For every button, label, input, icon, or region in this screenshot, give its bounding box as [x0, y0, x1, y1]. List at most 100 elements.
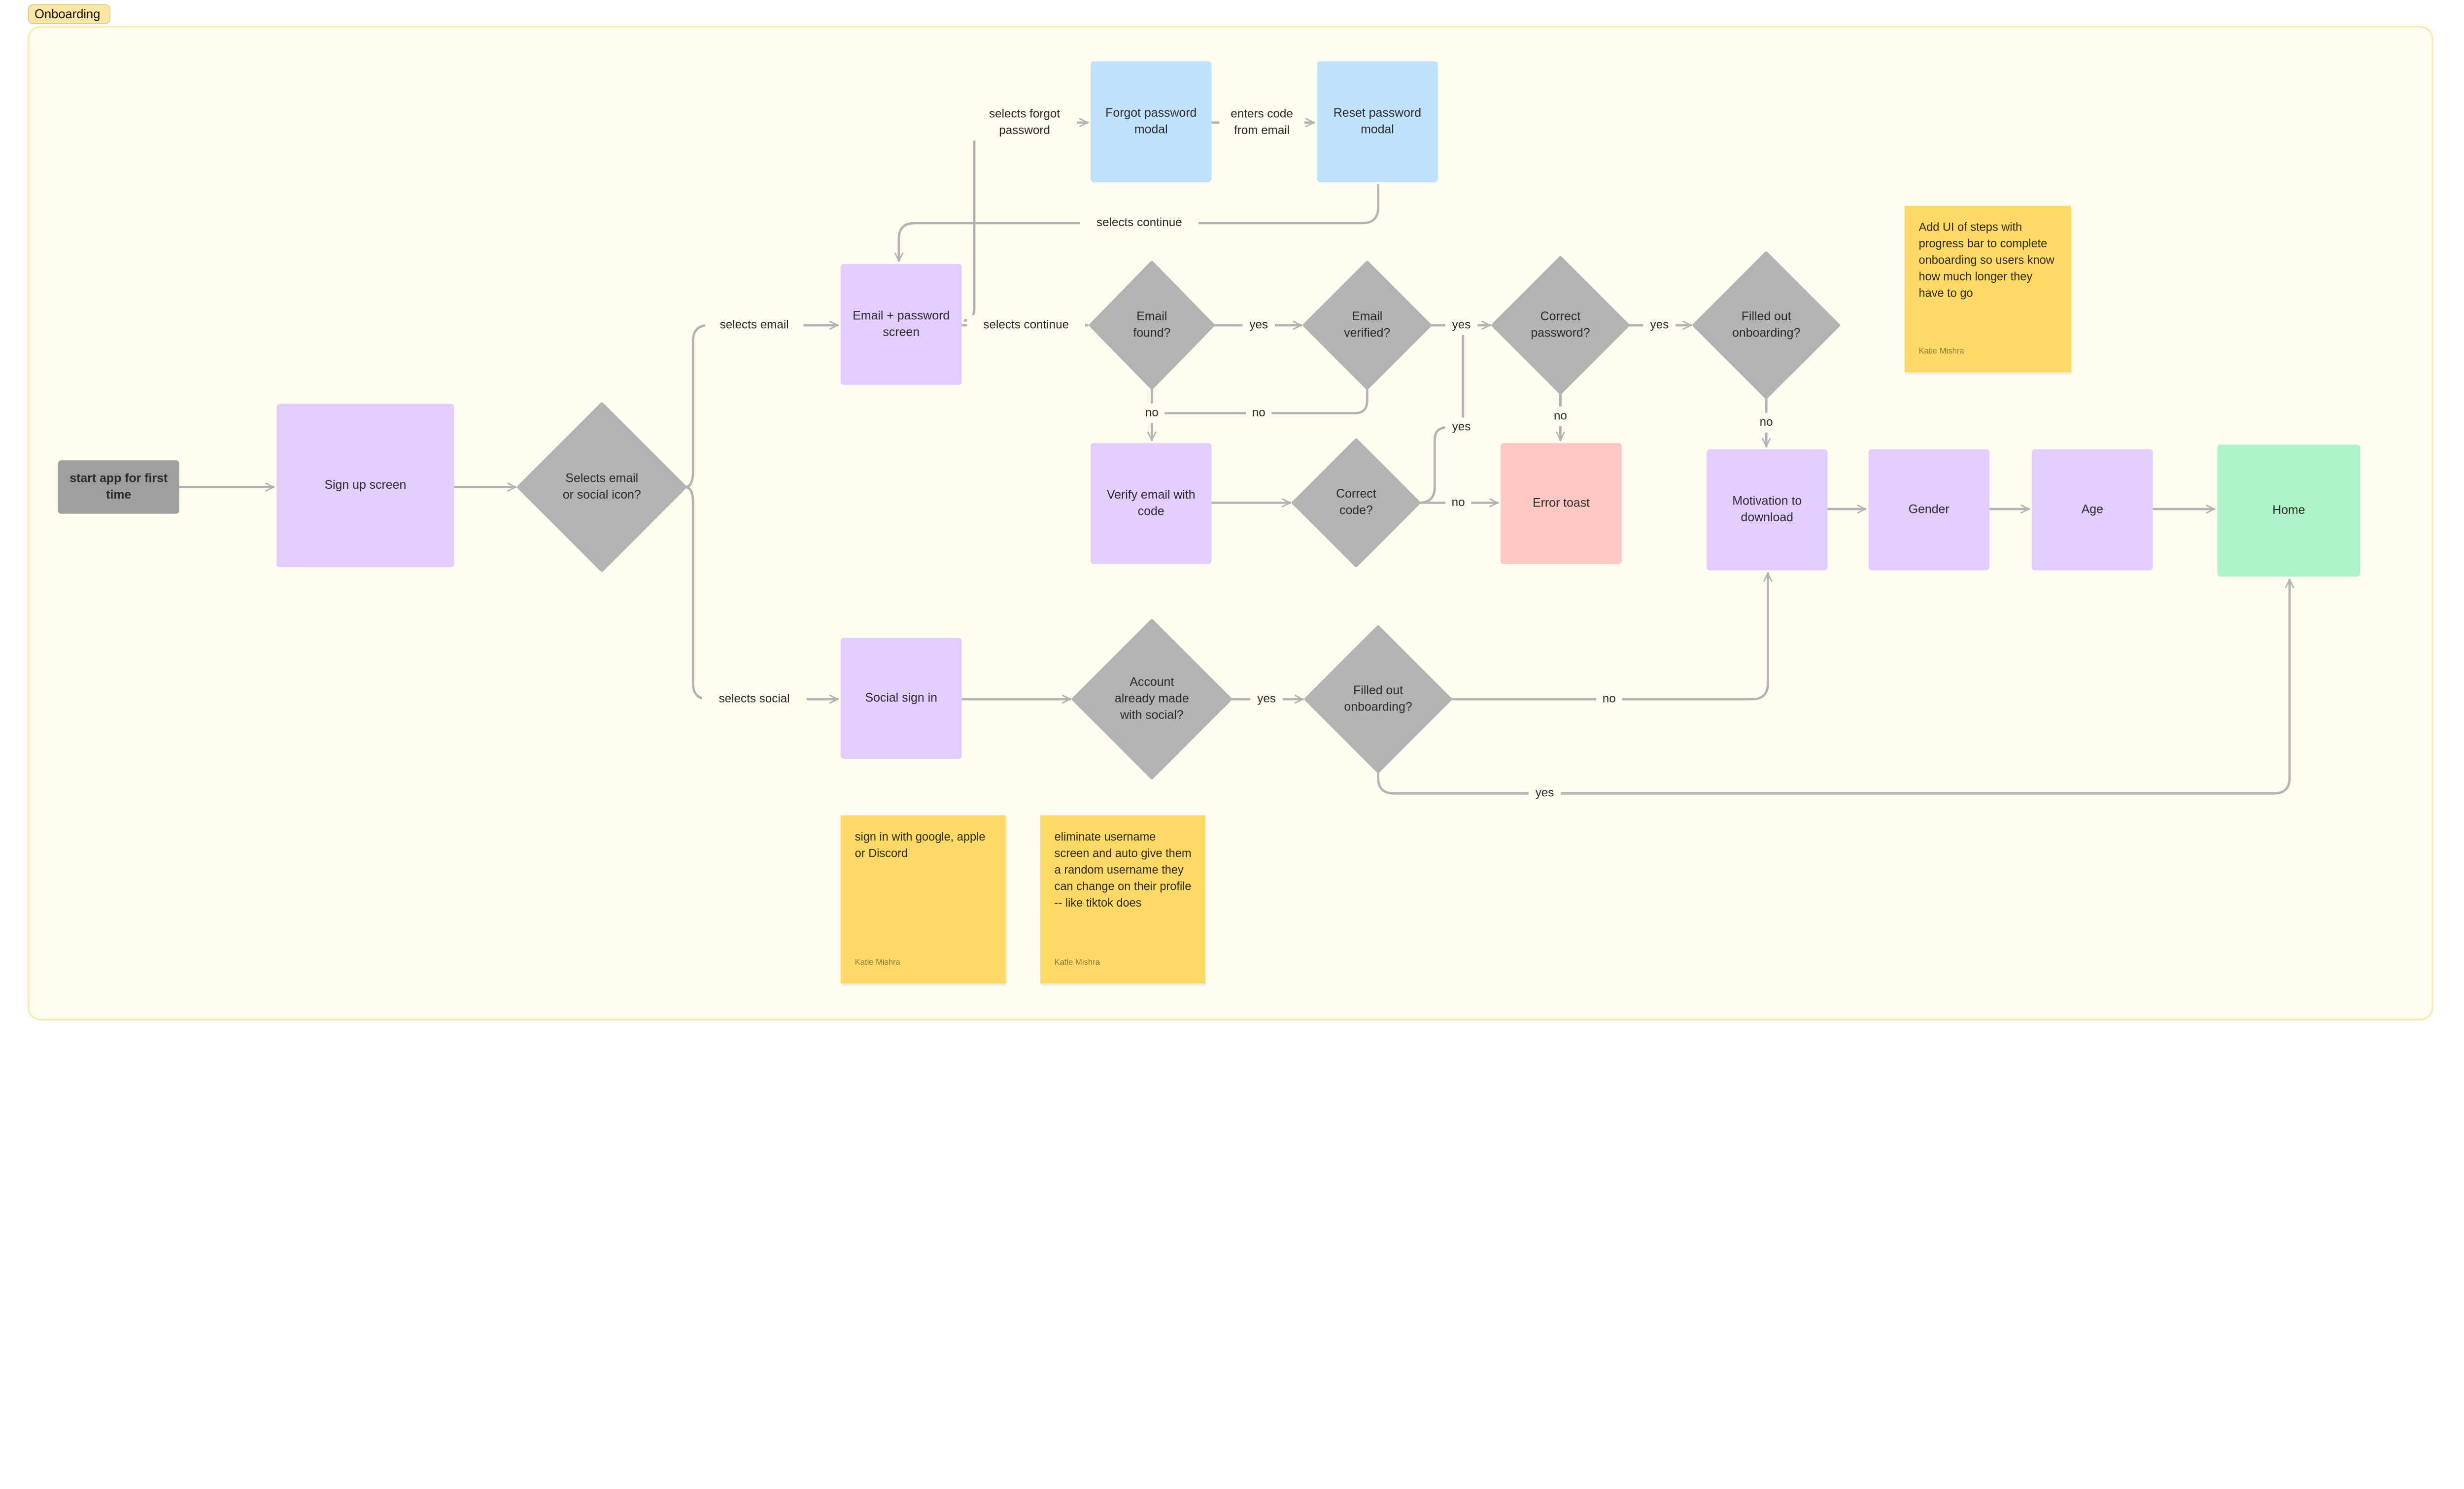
node-label: Email: [1136, 309, 1167, 323]
label-background: [1547, 406, 1574, 426]
edge-label-text: no: [1554, 409, 1567, 422]
sticky-note[interactable]: sign in with google, apple or DiscordKati…: [840, 815, 1007, 986]
edge-label-text: no: [1252, 406, 1266, 419]
node-found[interactable]: Email found?: [1089, 261, 1215, 390]
edge-label-text: selects email: [720, 318, 789, 331]
node-filled1[interactable]: Filled out onboarding?: [1692, 251, 1841, 399]
node-social[interactable]: Social sign in: [840, 638, 962, 759]
node-label: Email + password: [853, 308, 950, 322]
edge-label-found-no: no: [1139, 403, 1165, 423]
node-select[interactable]: Selects email or social icon?: [517, 402, 687, 572]
note-text: eliminate username: [1055, 830, 1156, 843]
label-background: [967, 315, 1086, 336]
edge-label-selects-forgot: selects forgot password: [972, 104, 1077, 141]
node-gender[interactable]: Gender: [1868, 449, 1989, 571]
node-home[interactable]: Home: [2217, 444, 2361, 577]
node-label: Error toast: [1533, 496, 1590, 510]
label-background: [1246, 403, 1272, 423]
node-label: already made: [1115, 692, 1189, 706]
edge-label-selects-social: selects social: [702, 689, 807, 709]
edge-label-code-no: no: [1445, 493, 1472, 513]
note-background: [840, 815, 1006, 984]
edge-label-text: yes: [1452, 420, 1471, 434]
edge-label-text: no: [1452, 496, 1465, 509]
note-author: Katie Mishra: [1918, 346, 1964, 355]
label-background: [1445, 417, 1478, 438]
note-background: [1040, 815, 1205, 984]
edge-label-text: no: [1603, 692, 1616, 705]
edge-label-selects-email: selects email: [705, 315, 804, 336]
note-text: sign in with google, apple: [855, 830, 986, 843]
edge-label-text: selects forgot: [989, 107, 1060, 120]
label-background: [1219, 104, 1304, 141]
edge-label-filled2-no: no: [1596, 689, 1622, 709]
node-verified[interactable]: Email verified?: [1302, 261, 1432, 390]
section-title: Onboarding: [34, 7, 100, 21]
node-label: Age: [2082, 502, 2103, 516]
node-error[interactable]: Error toast: [1501, 443, 1622, 564]
label-background: [1643, 315, 1676, 336]
node-label: Gender: [1909, 502, 1950, 516]
edge-label-filled2-yes: yes: [1528, 783, 1561, 804]
label-background: [1445, 493, 1472, 513]
edge-label-text: selects continue: [983, 318, 1069, 331]
screen-shape: [2032, 449, 2153, 571]
screen-shape: [1868, 449, 1989, 571]
edge-filled2-motivation: [1449, 572, 1768, 701]
node-label: Verify email with: [1107, 488, 1196, 502]
node-label: verified?: [1344, 326, 1390, 339]
node-label: onboarding?: [1732, 326, 1800, 339]
node-label: found?: [1133, 326, 1170, 339]
node-label: download: [1741, 510, 1793, 524]
section-chip[interactable]: Onboarding: [28, 4, 111, 24]
node-label: code: [1138, 504, 1164, 518]
label-background: [1753, 412, 1780, 433]
screen-shape: [840, 638, 962, 759]
note-text: progress bar to complete: [1918, 237, 2047, 250]
start-shape: [58, 460, 179, 514]
edge-label-text: yes: [1249, 318, 1268, 331]
note-text: how much longer they: [1918, 270, 2032, 283]
node-label: start app for first: [69, 471, 168, 485]
node-label: with social?: [1120, 708, 1184, 722]
node-age[interactable]: Age: [2032, 449, 2153, 571]
note-text: or Discord: [855, 846, 908, 859]
node-verify[interactable]: Verify email with code: [1091, 443, 1212, 564]
node-label: or social icon?: [563, 488, 641, 502]
node-label: code?: [1339, 504, 1373, 517]
edge-label-text: password: [999, 124, 1050, 137]
node-signup[interactable]: Sign up screen: [276, 404, 454, 568]
note-author: Katie Mishra: [1055, 957, 1100, 967]
note-text: -- like tiktok does: [1055, 896, 1142, 909]
note-author: Katie Mishra: [855, 957, 901, 967]
decision-diamond: [1692, 251, 1841, 399]
node-label: Filled out: [1742, 309, 1791, 323]
label-background: [705, 315, 804, 336]
label-background: [1596, 689, 1622, 709]
edge-label-text: yes: [1536, 786, 1554, 800]
node-label: password?: [1531, 326, 1590, 339]
node-label: Selects email: [565, 471, 638, 485]
edge-code-yes: [1418, 324, 1465, 504]
note-background: [1904, 205, 2071, 372]
decision-diamond: [1292, 438, 1421, 568]
home-shape: [2217, 444, 2361, 577]
node-motivation[interactable]: Motivation to download: [1706, 449, 1828, 571]
edge-label-text: yes: [1257, 692, 1276, 705]
edge-label-found-yes: yes: [1242, 315, 1275, 336]
node-label: Motivation to: [1732, 494, 1802, 508]
edge-label-text: from email: [1234, 124, 1290, 137]
screen-shape: [840, 264, 962, 385]
node-label: Email: [1352, 309, 1382, 323]
